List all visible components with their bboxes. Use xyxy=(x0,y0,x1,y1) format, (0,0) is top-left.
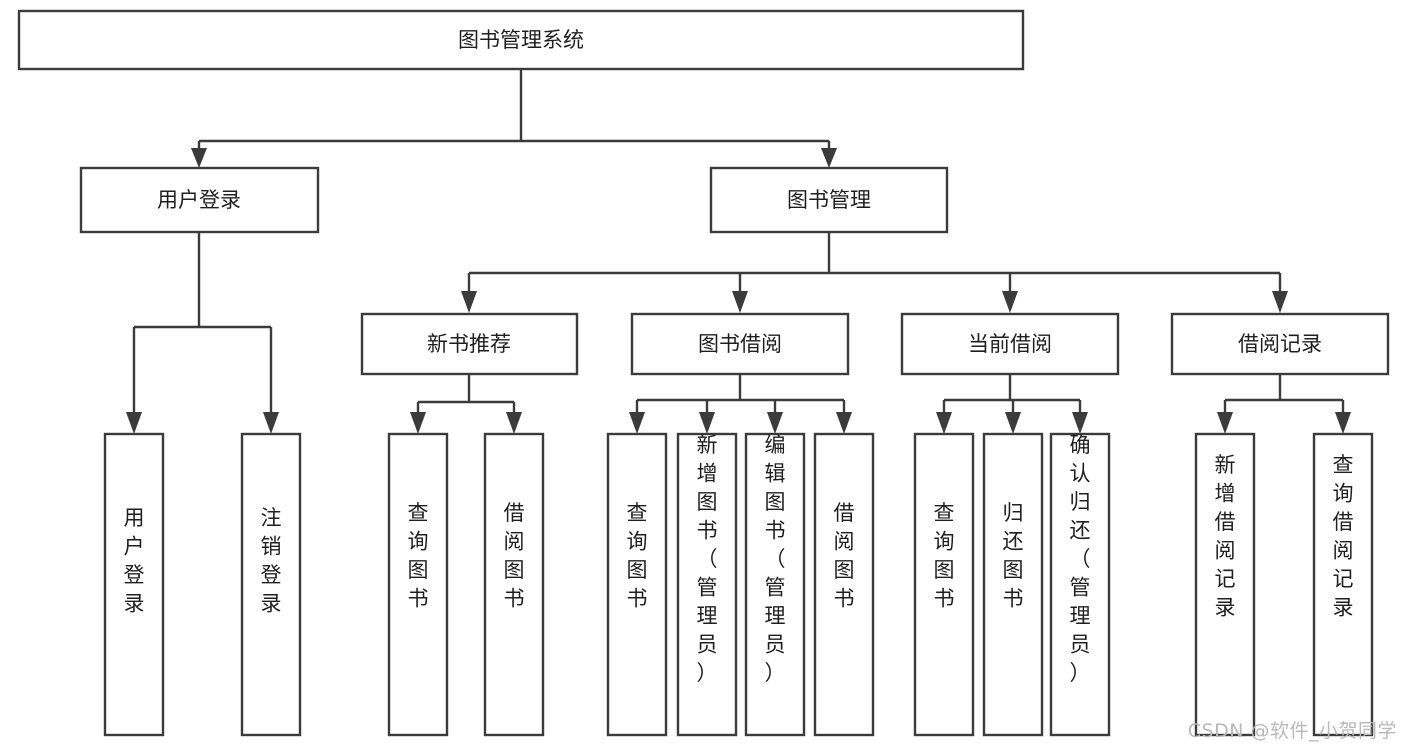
leaf-recommend-0[interactable]: 查询图书 xyxy=(387,432,449,737)
leaf-current-2-label: 确认归还（管理员） xyxy=(1070,433,1091,685)
arrow-record-to-leaf-0 xyxy=(1217,412,1233,434)
leaf-recommend-0-box[interactable] xyxy=(387,432,449,737)
csdn-watermark: CSDN @软件_小贺同学 xyxy=(1187,720,1397,742)
arrow-book-mgmt-to-l3-3 xyxy=(1272,291,1288,313)
node-book-borrow[interactable]: 图书借阅 xyxy=(630,312,850,376)
node-borrow-record-label: 借阅记录 xyxy=(1238,332,1322,356)
leaf-record-1[interactable]: 查询借阅记录 xyxy=(1312,432,1374,737)
arrow-root-to-book-mgmt xyxy=(821,148,837,168)
node-root-box[interactable] xyxy=(17,9,1025,71)
node-current-borrow[interactable]: 当前借阅 xyxy=(900,312,1120,376)
arrow-current-to-leaf-0 xyxy=(936,412,952,434)
leaf-user-login-0-box[interactable] xyxy=(103,432,165,737)
arrow-borrow-to-leaf-1 xyxy=(699,412,715,434)
node-new-book-recommend-label: 新书推荐 xyxy=(427,332,511,356)
connector-layer xyxy=(126,69,1351,434)
leaf-current-2[interactable]: 确认归还（管理员） xyxy=(1049,432,1111,737)
node-user-login[interactable]: 用户登录 xyxy=(79,166,320,234)
leaf-current-1-box[interactable] xyxy=(982,432,1044,737)
node-book-management[interactable]: 图书管理 xyxy=(709,166,949,234)
leaf-borrow-2-label: 编辑图书（管理员） xyxy=(765,433,786,685)
leaf-recommend-1-label: 借阅图书 xyxy=(504,501,525,611)
node-current-borrow-box[interactable] xyxy=(900,312,1120,376)
arrow-borrow-to-leaf-2 xyxy=(767,412,783,434)
leaf-user-login-1-box[interactable] xyxy=(240,432,302,737)
arrow-book-mgmt-to-l3-1 xyxy=(732,291,748,313)
node-user-login-box[interactable] xyxy=(79,166,320,234)
node-new-book-recommend-box[interactable] xyxy=(360,312,579,376)
leaf-borrow-3-box[interactable] xyxy=(813,432,875,737)
leaf-user-login-0[interactable]: 用户登录 xyxy=(103,432,165,737)
arrow-recommend-to-leaf-0 xyxy=(410,412,426,434)
arrow-borrow-to-leaf-0 xyxy=(629,412,645,434)
leaf-user-login-1[interactable]: 注销登录 xyxy=(240,432,302,737)
leaf-recommend-0-label: 查询图书 xyxy=(408,501,429,611)
leaf-user-login-1-label: 注销登录 xyxy=(261,506,282,616)
arrow-book-mgmt-to-l3-2 xyxy=(1002,291,1018,313)
leaf-borrow-0[interactable]: 查询图书 xyxy=(606,432,668,737)
leaf-record-1-label: 查询借阅记录 xyxy=(1333,453,1354,620)
leaf-current-1-label: 归还图书 xyxy=(1003,501,1024,611)
leaf-borrow-3[interactable]: 借阅图书 xyxy=(813,432,875,737)
leaf-borrow-1-box[interactable] xyxy=(676,432,738,737)
leaf-borrow-2[interactable]: 编辑图书（管理员） xyxy=(744,432,806,737)
node-current-borrow-label: 当前借阅 xyxy=(968,332,1052,356)
node-book-management-box[interactable] xyxy=(709,166,949,234)
node-new-book-recommend[interactable]: 新书推荐 xyxy=(360,312,579,376)
leaf-current-2-box[interactable] xyxy=(1049,432,1111,737)
leaf-current-0-box[interactable] xyxy=(913,432,975,737)
node-root-label: 图书管理系统 xyxy=(458,28,584,52)
leaf-record-0[interactable]: 新增借阅记录 xyxy=(1194,432,1256,737)
leaf-user-login-0-label: 用户登录 xyxy=(124,506,145,616)
leaf-borrow-3-label: 借阅图书 xyxy=(834,501,855,611)
node-book-borrow-box[interactable] xyxy=(630,312,850,376)
node-user-login-label: 用户登录 xyxy=(157,188,241,212)
arrow-current-to-leaf-1 xyxy=(1005,412,1021,434)
leaf-recommend-1[interactable]: 借阅图书 xyxy=(483,432,545,737)
leaf-record-1-box[interactable] xyxy=(1312,432,1374,737)
leaf-recommend-1-box[interactable] xyxy=(483,432,545,737)
leaf-borrow-0-label: 查询图书 xyxy=(627,501,648,611)
arrow-root-to-user-login xyxy=(191,148,207,168)
arrow-recommend-to-leaf-1 xyxy=(506,412,522,434)
node-borrow-record[interactable]: 借阅记录 xyxy=(1170,312,1390,376)
arrow-user-login-to-leaf-0 xyxy=(126,412,142,434)
leaf-record-0-label: 新增借阅记录 xyxy=(1215,453,1236,620)
node-book-borrow-label: 图书借阅 xyxy=(698,332,782,356)
node-borrow-record-box[interactable] xyxy=(1170,312,1390,376)
leaf-current-1[interactable]: 归还图书 xyxy=(982,432,1044,737)
leaf-borrow-1-label: 新增图书（管理员） xyxy=(697,433,718,685)
arrow-book-mgmt-to-l3-0 xyxy=(461,291,477,313)
leaf-borrow-2-box[interactable] xyxy=(744,432,806,737)
leaf-record-0-box[interactable] xyxy=(1194,432,1256,737)
leaf-borrow-1[interactable]: 新增图书（管理员） xyxy=(676,432,738,737)
node-book-management-label: 图书管理 xyxy=(787,188,871,212)
leaf-current-0[interactable]: 查询图书 xyxy=(913,432,975,737)
leaf-current-0-label: 查询图书 xyxy=(934,501,955,611)
leaf-borrow-0-box[interactable] xyxy=(606,432,668,737)
arrow-user-login-to-leaf-1 xyxy=(263,412,279,434)
arrow-record-to-leaf-1 xyxy=(1335,412,1351,434)
node-root[interactable]: 图书管理系统 xyxy=(17,9,1025,71)
arrow-current-to-leaf-2 xyxy=(1072,412,1088,434)
arrow-borrow-to-leaf-3 xyxy=(836,412,852,434)
